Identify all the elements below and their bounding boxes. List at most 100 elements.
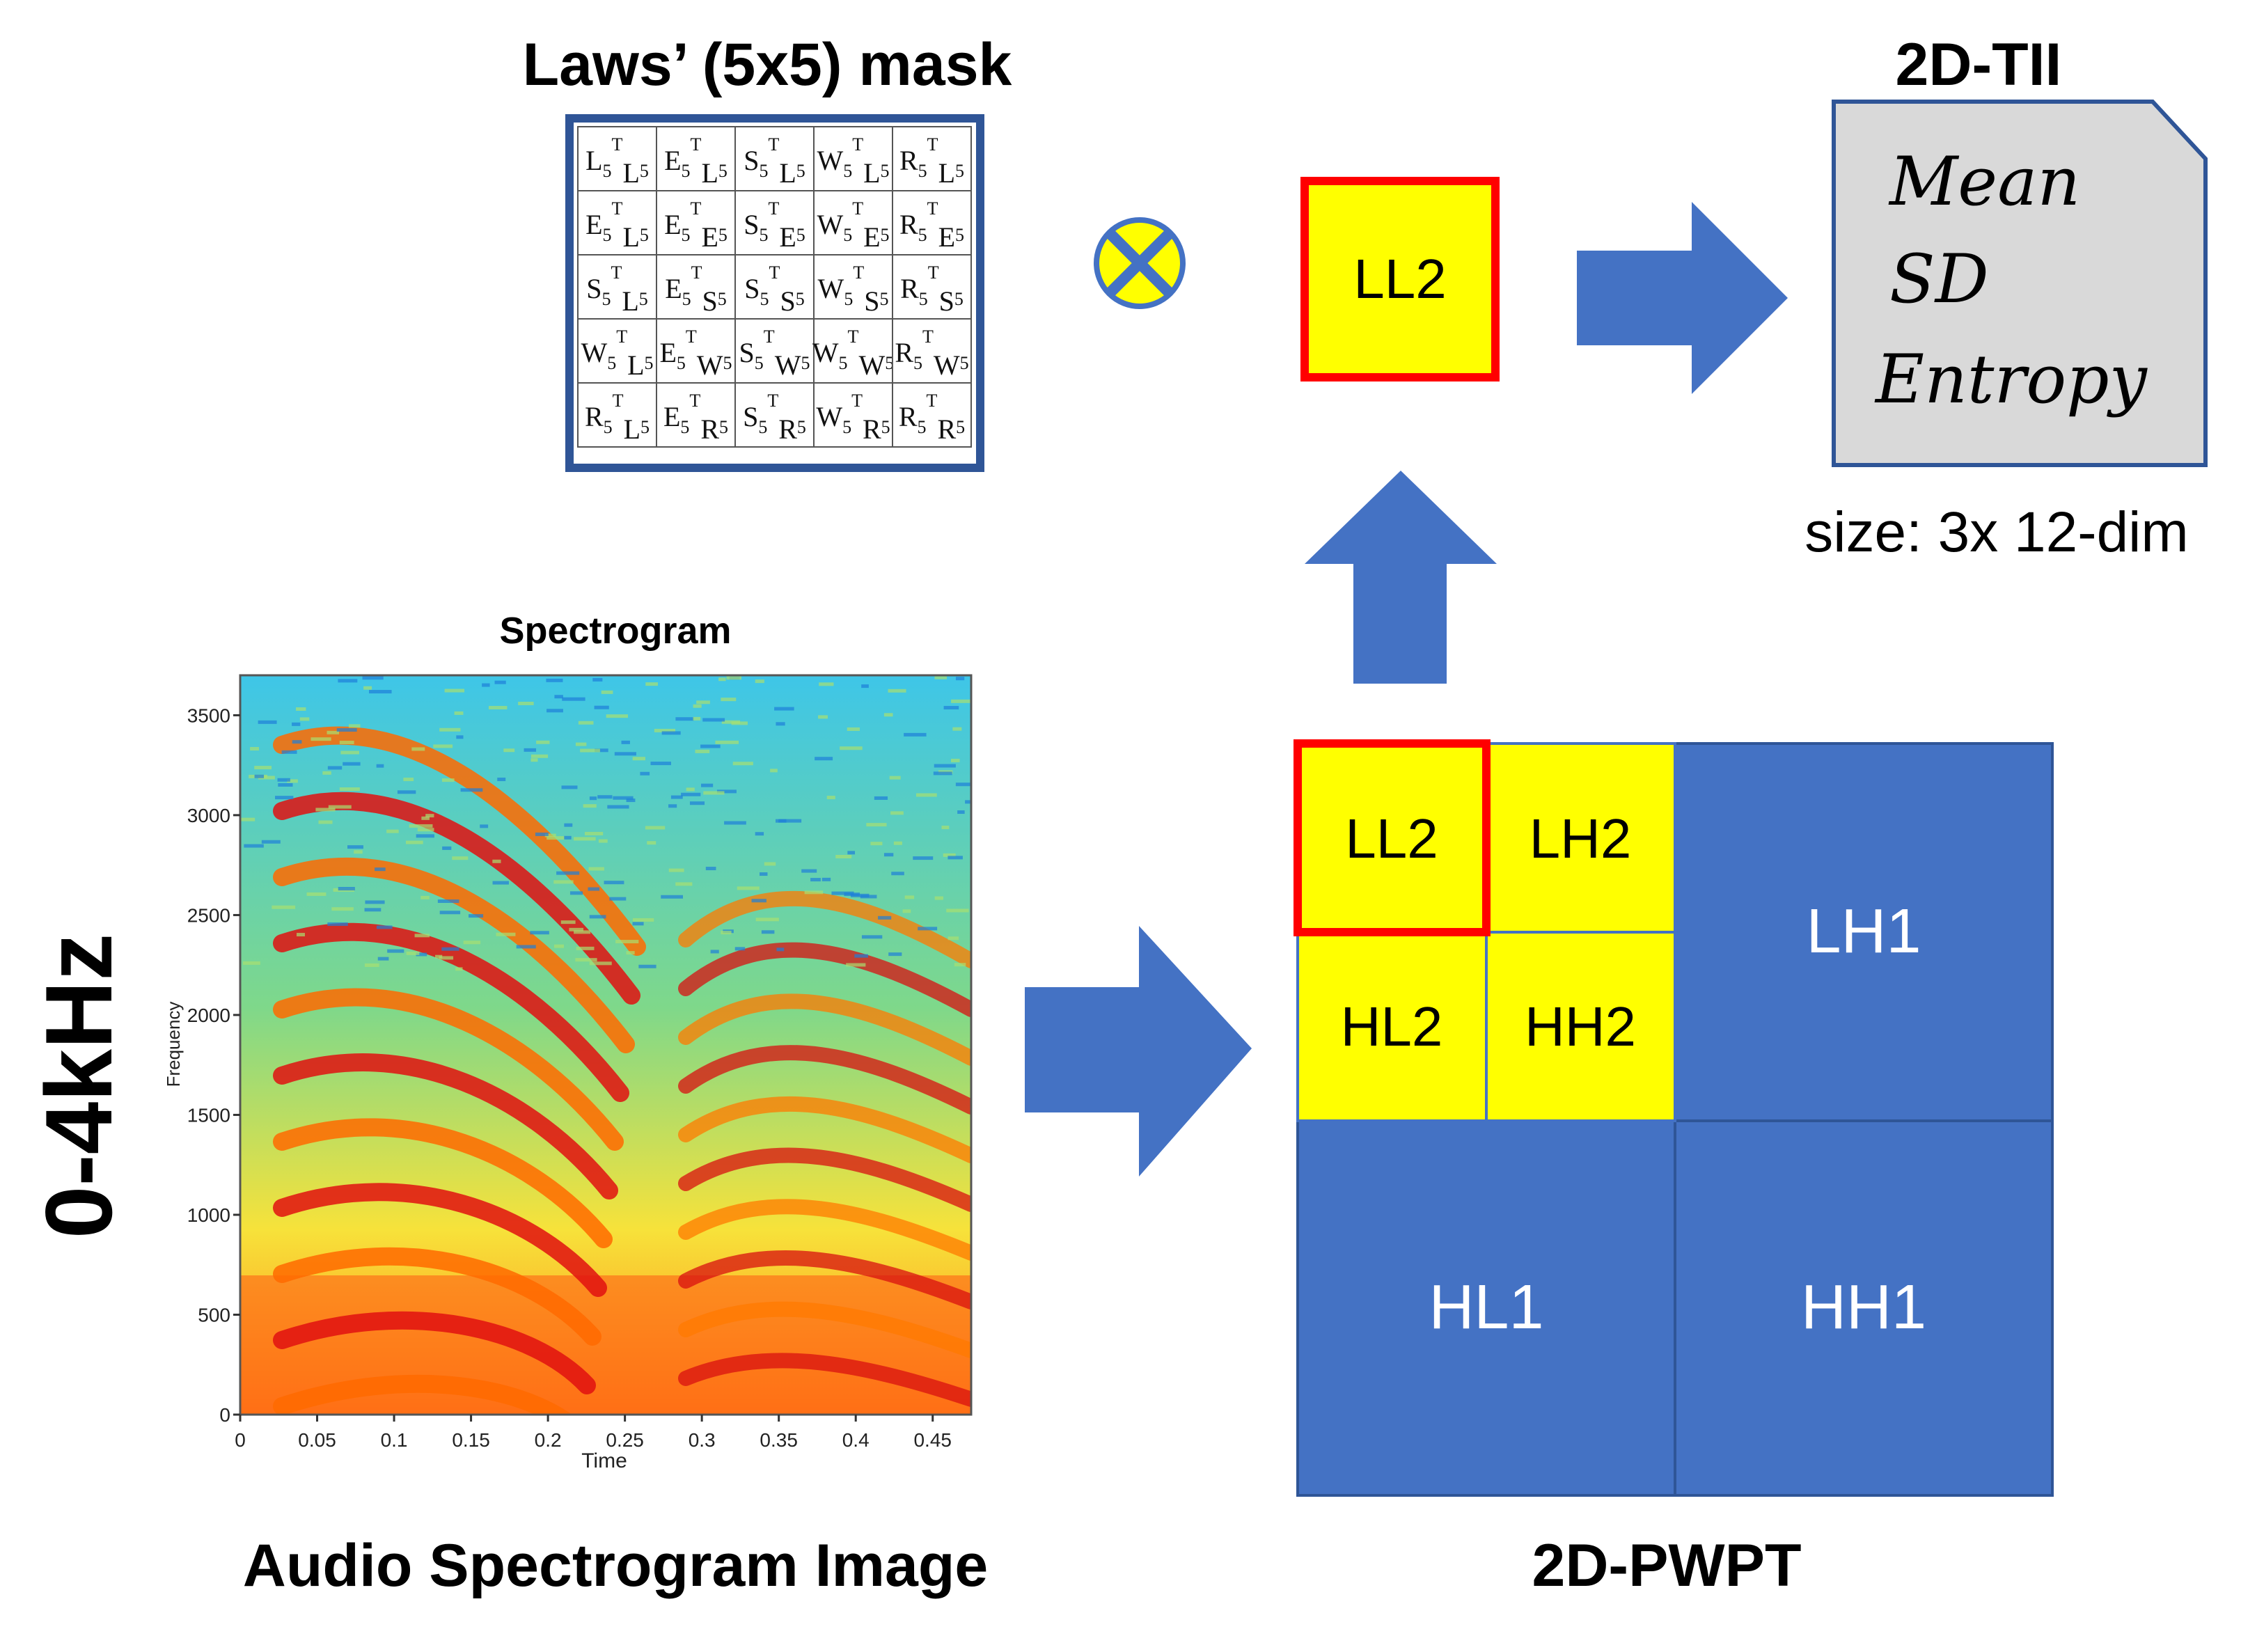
y-tick-label: 1500 (187, 1104, 230, 1126)
mask-cell-label: R5TL5 (585, 391, 650, 445)
mask-cell-label: E5TE5 (664, 198, 728, 253)
y-tick-label: 1000 (187, 1204, 230, 1226)
pwpt-hh1-block (1674, 1119, 2054, 1497)
x-tick-label: 0.2 (535, 1429, 562, 1451)
mask-cell-label: W5TS5 (818, 262, 889, 317)
mask-cell (813, 126, 893, 191)
pwpt-hl2-block (1296, 931, 1488, 1122)
mask-cell (734, 190, 815, 255)
spectrogram-ylabel: Frequency (163, 1002, 184, 1087)
x-tick-label: 0.4 (842, 1429, 870, 1451)
x-tick-label: 0.05 (298, 1429, 336, 1451)
spectrogram-caption: Audio Spectrogram Image (243, 1532, 988, 1599)
x-tick-label: 0.25 (606, 1429, 644, 1451)
y-tick-label: 2500 (187, 904, 230, 926)
frequency-range-label: 0-4kHz (26, 934, 132, 1238)
pwpt-hl1-label: HL1 (1429, 1273, 1543, 1342)
mask-cell (656, 318, 736, 384)
pwpt-lh1-label: LH1 (1806, 897, 1921, 966)
y-tick-label: 3500 (187, 705, 230, 726)
mask-cell (577, 382, 657, 448)
y-tick-label: 500 (198, 1304, 230, 1325)
laws-mask-title: Laws’ (5x5) mask (523, 31, 1012, 98)
mask-cell-label: R5TW5 (895, 327, 968, 381)
mask-cell-label: E5TL5 (585, 198, 649, 253)
spectrogram-xlabel: Time (581, 1449, 627, 1472)
pwpt-hh1-label: HH1 (1801, 1273, 1926, 1342)
mask-cell-label: E5TS5 (665, 262, 727, 317)
mask-cell-label: W5TL5 (817, 134, 889, 189)
spectrogram-title: Spectrogram (499, 610, 731, 652)
mask-cell (734, 318, 815, 384)
arrow-up-icon (1305, 471, 1497, 684)
x-tick-label: 0.3 (689, 1429, 716, 1451)
y-tick-label: 3000 (187, 805, 230, 826)
mask-cell-label: R5TR5 (899, 391, 965, 445)
spectrogram-x-axis: 0 0.05 0.1 0.15 0.2 0.25 0.3 0.35 0.4 0.45 (235, 1415, 952, 1451)
mask-cell (813, 190, 893, 255)
mask-cell (813, 254, 893, 320)
ll2-selected-box: LL2 (1300, 177, 1500, 381)
feature-mean: Mean (1888, 143, 2080, 221)
pwpt-ll2-block (1294, 739, 1491, 936)
mask-cell-label: S5TW5 (739, 327, 810, 381)
x-tick-label: 0.1 (381, 1429, 408, 1451)
mask-cell (656, 190, 736, 255)
mask-cell (892, 318, 972, 384)
y-tick-label: 0 (219, 1404, 230, 1426)
mask-cell-label: R5TL5 (899, 134, 964, 189)
x-tick-label: 0.35 (760, 1429, 798, 1451)
mask-cell-label: S5TR5 (743, 391, 806, 445)
mask-cell (892, 254, 972, 320)
mask-cell (734, 126, 815, 191)
mask-cell (813, 318, 893, 384)
pwpt-lh2-block (1485, 742, 1676, 934)
mask-cell (892, 190, 972, 255)
mask-cell (577, 190, 657, 255)
mask-cell (734, 382, 815, 448)
mask-cell (656, 254, 736, 320)
mask-cell-label: R5TE5 (899, 198, 964, 253)
pwpt-grid: LL2 LH2 HL2 HH2 LH1 HL1 HH1 (1294, 739, 2054, 1497)
feature-sd: SD (1889, 240, 1989, 318)
mask-cell-label: E5TW5 (659, 327, 732, 381)
pwpt-caption: 2D-PWPT (1532, 1532, 1802, 1599)
x-tick-label: 0.15 (452, 1429, 490, 1451)
convolution-cross-icon (1094, 217, 1186, 309)
arrow-right-icon (1025, 926, 1252, 1177)
mask-cell (892, 126, 972, 191)
mask-cell (813, 382, 893, 448)
pwpt-hl2-label: HL2 (1341, 996, 1443, 1057)
mask-cell-label: W5TW5 (812, 327, 894, 381)
pwpt-hl1-block (1296, 1119, 1676, 1497)
x-tick-label: 0.45 (913, 1429, 952, 1451)
mask-cell (656, 382, 736, 448)
mask-cell-label: W5TL5 (581, 327, 653, 381)
spectrogram-image (239, 674, 973, 1416)
mask-cell-label: S5TL5 (586, 262, 648, 317)
feature-entropy: Entropy (1874, 340, 2148, 418)
mask-cell-label: W5TR5 (816, 391, 890, 445)
x-tick-label: 0 (235, 1429, 246, 1451)
y-tick-label: 2000 (187, 1005, 230, 1026)
arrow-right-icon (1577, 202, 1788, 394)
mask-cell-label: S5TL5 (744, 134, 805, 189)
tii-size-label: size: 3x 12-dim (1804, 501, 2188, 564)
tii-title: 2D-TII (1896, 31, 2062, 98)
tii-feature-card: Mean SD Entropy (1832, 100, 2208, 467)
mask-cell-label: S5TE5 (744, 198, 805, 253)
pwpt-ll2-label: LL2 (1345, 808, 1438, 870)
mask-cell-label: L5TL5 (585, 134, 649, 189)
mask-cell-label: S5TS5 (744, 262, 804, 317)
mask-cell (577, 126, 657, 191)
pwpt-lh2-label: LH2 (1530, 808, 1632, 870)
pwpt-hh2-label: HH2 (1525, 996, 1636, 1057)
pwpt-lh1-block (1674, 742, 2054, 1122)
ll2-selected-label: LL2 (1353, 248, 1446, 310)
mask-cell-label: E5TR5 (663, 391, 728, 445)
mask-cell-label: W5TE5 (817, 198, 889, 253)
mask-cell-label: E5TL5 (664, 134, 728, 189)
mask-cell (892, 382, 972, 448)
